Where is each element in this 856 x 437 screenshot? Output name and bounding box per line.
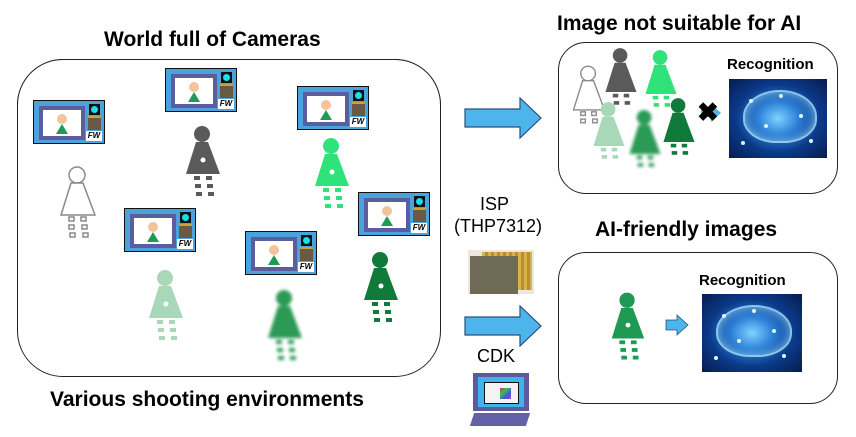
- person-green: [611, 292, 645, 360]
- left-panel-title: World full of Cameras: [104, 28, 321, 51]
- firmware-badge: FW: [218, 99, 234, 109]
- isp-label: ISP: [480, 194, 510, 214]
- camera-icon: FW: [33, 100, 105, 144]
- person-bright-green: [645, 50, 677, 107]
- camera-icon: FW: [124, 208, 196, 252]
- person-sketch-outline: [59, 166, 97, 238]
- person-sketch-gray: [605, 48, 637, 105]
- firmware-badge: FW: [298, 262, 314, 272]
- person-blurred-green: [629, 110, 661, 167]
- ai-brain-image: [702, 294, 802, 372]
- camera-icon: FW: [165, 68, 237, 112]
- person-noisy-dark-green: [364, 252, 398, 322]
- person-pale-green: [593, 102, 625, 159]
- firmware-badge: FW: [350, 117, 366, 127]
- arrow-right-icon: [464, 97, 542, 139]
- person-pale-green: [149, 270, 183, 340]
- blocked-x-icon: ✖: [697, 97, 719, 127]
- person-blurred-green: [268, 290, 302, 360]
- camera-icon: FW: [297, 86, 369, 130]
- small-arrow-icon: [665, 314, 689, 336]
- recognition-label: Recognition: [727, 56, 814, 73]
- person-sketch-gray: [186, 126, 220, 196]
- ai-brain-image: [729, 79, 827, 158]
- firmware-badge: FW: [411, 223, 427, 233]
- isp-chip-image: [468, 250, 534, 294]
- unsuitable-panel-title: Image not suitable for AI: [557, 12, 802, 35]
- person-noisy-dark-green: [663, 98, 695, 155]
- ai-friendly-panel-title: AI-friendly images: [595, 218, 778, 241]
- left-panel-caption: Various shooting environments: [50, 388, 364, 411]
- camera-icon: FW: [358, 192, 430, 236]
- laptop-base: [469, 413, 531, 426]
- cdk-label: CDK: [477, 346, 516, 366]
- laptop-icon: [473, 373, 529, 411]
- isp-model-label: (THP7312): [454, 216, 543, 236]
- person-sketch-outline: [572, 65, 606, 124]
- firmware-badge: FW: [86, 131, 102, 141]
- recognition-label: Recognition: [699, 272, 786, 289]
- firmware-badge: FW: [177, 239, 193, 249]
- camera-icon: FW: [245, 231, 317, 275]
- person-bright-green: [315, 138, 349, 208]
- arrow-right-icon: [464, 305, 542, 347]
- small-arrow-icon: [701, 104, 721, 122]
